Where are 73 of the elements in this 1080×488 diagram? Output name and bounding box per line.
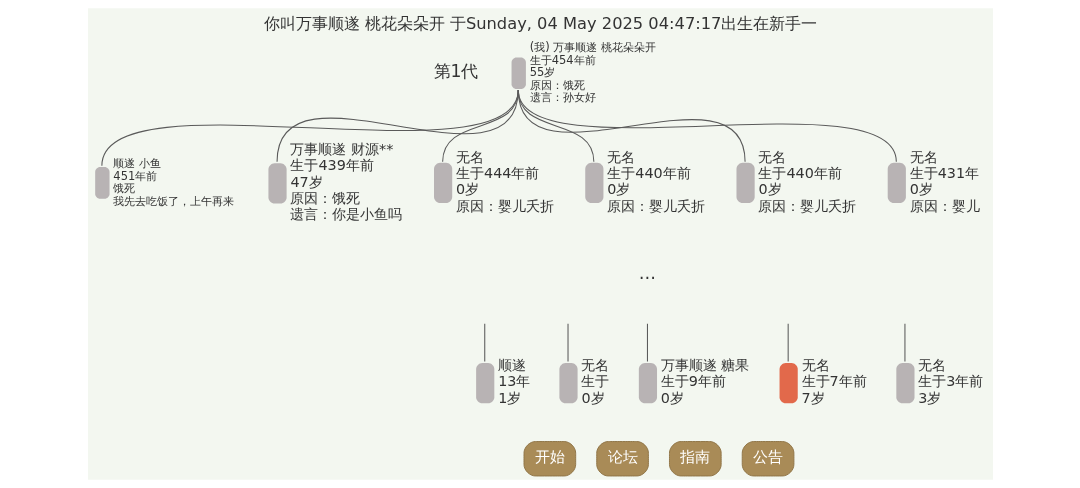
node-box: [638, 363, 657, 404]
node-label: 万事顺遂 糖果: [660, 357, 749, 374]
label: 开始: [534, 448, 565, 467]
node-label: 无名: [917, 357, 946, 374]
node-label: 原因：婴儿夭折: [757, 197, 856, 214]
node-box: [433, 162, 452, 203]
node-label: 生于3年前: [917, 373, 983, 390]
node-label: 原因：饿死: [529, 77, 585, 92]
node-box: [558, 363, 578, 404]
node-label: 0岁: [660, 389, 684, 406]
node-label: 无名: [455, 148, 484, 165]
node-label: 原因：饿死: [289, 189, 360, 206]
node-box: [736, 162, 755, 203]
node-label: 3岁: [917, 389, 941, 406]
label: 公告: [752, 448, 783, 467]
node-label: 无名: [757, 148, 786, 165]
node-label: 生于: [580, 373, 609, 390]
node-label: 13年: [497, 373, 530, 390]
node-label: 遗言：你是小鱼吗: [289, 206, 402, 223]
node-label: 生于7年前: [801, 373, 867, 390]
label: …: [638, 263, 656, 284]
node-box: [475, 363, 494, 404]
node-label: 无名: [606, 148, 635, 165]
node-box: [267, 163, 287, 204]
node-label: 生于454年前: [529, 52, 596, 67]
node-label: 451年前: [112, 168, 157, 183]
node-label: 0岁: [455, 181, 479, 198]
node-label: 生于9年前: [660, 373, 726, 390]
node-label: 47岁: [289, 173, 323, 190]
node-label: 7岁: [801, 389, 825, 406]
connector: [787, 323, 789, 363]
node-label: 原因：婴儿夭折: [455, 197, 554, 214]
connector: [276, 89, 519, 163]
node-label: 0岁: [606, 181, 630, 198]
node-label: 生于431年: [909, 165, 979, 182]
label: 指南: [679, 448, 710, 467]
node-label: (我) 万事顺遂 桃花朵朵开: [529, 40, 656, 55]
node-label: 55岁: [529, 65, 555, 80]
node-box: [779, 363, 798, 404]
node-label: 0岁: [580, 389, 605, 406]
node-label: 遗言：孙女好: [529, 90, 596, 105]
connector: [903, 323, 905, 363]
diagram-title: 你叫万事顺遂 桃花朵朵开 于Sunday, 04 May 2025 04:47:17出生在新手一: [263, 13, 817, 33]
node-label: 无名: [801, 357, 830, 374]
node-label: 无名: [909, 148, 938, 165]
node-label: 生于444年前: [455, 165, 539, 182]
node-label: 原因：婴儿: [909, 197, 980, 214]
node-label: 顺遂 小鱼: [112, 156, 161, 171]
node-box: [94, 167, 110, 199]
connector: [100, 89, 519, 167]
node-label: 生于439年前: [289, 157, 374, 174]
node-label: 0岁: [909, 181, 933, 198]
node-box: [511, 57, 526, 90]
label: 论坛: [607, 448, 638, 467]
connector: [517, 89, 897, 163]
node-label: 饿死: [112, 181, 135, 196]
node-label: 无名: [580, 357, 609, 374]
connector: [567, 323, 569, 363]
connector: [483, 323, 485, 363]
node-label: 1岁: [497, 389, 521, 406]
node-label: 生于440年前: [757, 165, 842, 182]
connector: [441, 89, 519, 163]
node-label: 万事顺遂 财源**: [289, 141, 393, 158]
node-label: 我先去吃饭了，上午再来: [112, 193, 234, 208]
node-label: 0岁: [757, 181, 782, 198]
node-box: [895, 363, 914, 404]
node-box: [887, 162, 906, 203]
node-label: 生于440年前: [606, 165, 691, 182]
node-box: [584, 162, 603, 203]
node-label: 顺遂: [497, 357, 526, 374]
connector: [646, 323, 648, 363]
label: 第1代: [433, 61, 479, 82]
node-label: 原因：婴儿夭折: [606, 197, 705, 214]
